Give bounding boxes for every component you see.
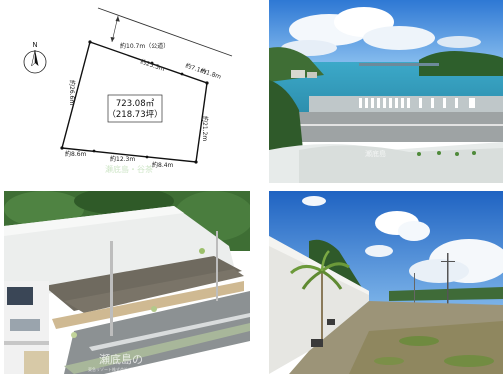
dim-top-right-b-label: 約1.8m [199,66,222,81]
harbor-view-photo: 瀬底島 [269,0,503,183]
harbor-photo-illustration: 瀬底島 [269,0,503,183]
svg-text:瀬底島: 瀬底島 [365,149,386,158]
road-edge-line [97,7,233,57]
road-width-label: 約10.7m（公道） [120,42,169,50]
dim-left-label: 約26.6m [68,80,76,105]
area-box [107,94,163,123]
dim-bottom-left-label: 約8.6m [65,150,87,158]
site-plan-drawing: 約10.7m（公道） 約25.5m 約7.1m 約1.8m 約26.6m 約21… [23,7,233,174]
area-tsubo: （218.73坪） [107,109,162,120]
site-plan-panel: 約10.7m（公道） 約25.5m 約7.1m 約1.8m 約26.6m 約21… [0,0,248,183]
compass-label: N [32,41,37,49]
dim-bottom-mid-label: 約12.3m [110,155,135,163]
area-sqm: 723.08㎡ [116,99,155,109]
aerial-watermark: 瀬底島の [99,352,143,366]
aerial-photo-illustration: 瀬底島の 東急リゾート株式会社 沖縄センター [4,191,250,374]
ground-photo-illustration [269,191,503,374]
plan-watermark: 瀬底島・谷茶 [105,164,153,174]
north-arrow-icon: N [23,41,47,74]
ground-lot-photo [269,191,503,374]
dim-bottom-right-label: 約8.4m [152,161,174,169]
dim-right-label: 約21.2m [201,116,209,141]
dim-top-label: 約25.5m [139,57,166,73]
aerial-watermark-sub: 東急リゾート株式会社 沖縄センター [88,366,153,372]
aerial-lot-photo: 瀬底島の 東急リゾート株式会社 沖縄センター [4,191,250,374]
